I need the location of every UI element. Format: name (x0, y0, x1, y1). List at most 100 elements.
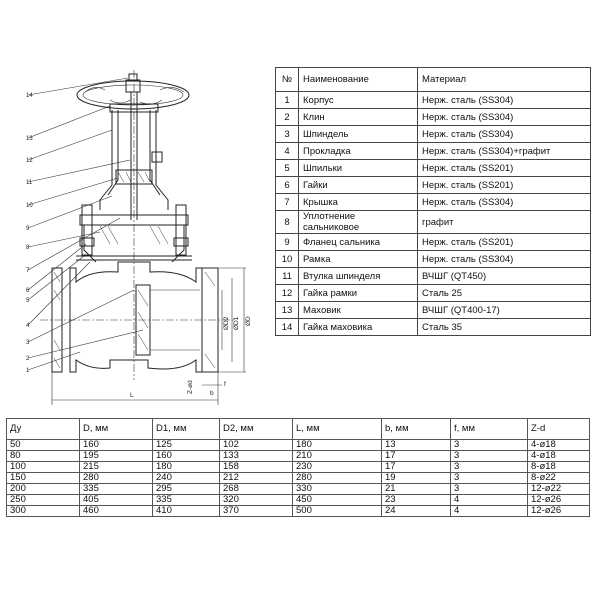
parts-cell-material: графит (417, 210, 591, 234)
dims-cell: 19 (381, 472, 451, 484)
parts-cell-material: Нерж. сталь (SS201) (417, 176, 591, 194)
parts-cell-num: 7 (275, 193, 299, 211)
parts-cell-name: Маховик (298, 301, 418, 319)
parts-cell-material: Сталь 25 (417, 284, 591, 302)
parts-header-row: № Наименование Материал (275, 67, 591, 92)
dims-cell: 370 (219, 505, 293, 517)
parts-cell-material: ВЧШГ (QT450) (417, 267, 591, 285)
parts-cell-name: Гайка маховика (298, 318, 418, 336)
parts-cell-num: 13 (275, 301, 299, 319)
dims-cell: 3 (450, 461, 528, 473)
parts-cell-material: Нерж. сталь (SS304) (417, 91, 591, 109)
leader-label-9: 9 (26, 226, 30, 232)
dims-header-zd: Z-d (527, 418, 590, 440)
dims-cell: 210 (292, 450, 382, 462)
dims-header-d: D, мм (79, 418, 153, 440)
dims-cell: 12-ø26 (527, 505, 590, 517)
parts-cell-num: 10 (275, 250, 299, 268)
dims-cell: 24 (381, 505, 451, 517)
dims-cell: 17 (381, 450, 451, 462)
handwheel (76, 73, 190, 110)
dims-cell: 3 (450, 450, 528, 462)
parts-cell-num: 1 (275, 91, 299, 109)
dims-cell: 160 (79, 439, 153, 451)
dims-cell: 320 (219, 494, 293, 506)
dims-cell: 280 (79, 472, 153, 484)
leader-label-11: 11 (26, 180, 33, 186)
leader-label-14: 14 (26, 93, 33, 99)
dims-cell: 212 (219, 472, 293, 484)
leaders: 14 13 12 11 10 9 8 7 6 5 4 3 2 1 (26, 77, 144, 374)
dims-cell: 150 (6, 472, 80, 484)
leader-label-5: 5 (26, 298, 30, 304)
parts-cell-num: 9 (275, 233, 299, 251)
parts-header-material: Материал (417, 67, 591, 92)
parts-cell-material: Нерж. сталь (SS201) (417, 233, 591, 251)
dimensions: L f b Z-ød ØD2 ØD1 ØD (51, 267, 252, 405)
dims-cell: 50 (6, 439, 80, 451)
parts-cell-num: 8 (275, 210, 299, 234)
parts-cell-num: 14 (275, 318, 299, 336)
parts-cell-material: Нерж. сталь (SS201) (417, 159, 591, 177)
dims-cell: 160 (152, 450, 220, 462)
parts-cell-num: 11 (275, 267, 299, 285)
dims-cell: 133 (219, 450, 293, 462)
dims-cell: 195 (79, 450, 153, 462)
parts-cell-material: Сталь 35 (417, 318, 591, 336)
parts-cell-material: Нерж. сталь (SS304)+графит (417, 142, 591, 160)
dims-cell: 450 (292, 494, 382, 506)
leader-label-8: 8 (26, 245, 30, 251)
parts-cell-material: Нерж. сталь (SS304) (417, 125, 591, 143)
parts-cell-material: Нерж. сталь (SS304) (417, 108, 591, 126)
dims-header-row: Ду D, мм D1, мм D2, мм L, мм b, мм f, мм… (6, 418, 590, 440)
parts-cell-name: Уплотнение сальниковое (298, 210, 418, 234)
dims-cell: 4 (450, 494, 528, 506)
dims-cell: 280 (292, 472, 382, 484)
dim-D1: ØD1 (233, 316, 240, 330)
valve-drawing-svg: L f b Z-ød ØD2 ØD1 ØD 14 13 12 11 10 9 (26, 70, 252, 405)
dims-cell: 8-ø18 (527, 461, 590, 473)
dims-cell: 180 (292, 439, 382, 451)
parts-header-name: Наименование (298, 67, 418, 92)
parts-cell-name: Фланец сальника (298, 233, 418, 251)
dims-cell: 158 (219, 461, 293, 473)
parts-cell-name: Рамка (298, 250, 418, 268)
valve-drawing: L f b Z-ød ØD2 ØD1 ØD 14 13 12 11 10 9 (0, 0, 275, 420)
dims-cell: 460 (79, 505, 153, 517)
dims-cell: 100 (6, 461, 80, 473)
dims-cell: 335 (152, 494, 220, 506)
dims-cell: 215 (79, 461, 153, 473)
dims-header-b: b, мм (381, 418, 451, 440)
parts-cell-material: ВЧШГ (QT400-17) (417, 301, 591, 319)
dim-zd: Z-ød (187, 380, 194, 394)
parts-cell-num: 4 (275, 142, 299, 160)
leader-label-7: 7 (26, 268, 30, 274)
dims-cell: 8-ø22 (527, 472, 590, 484)
dims-cell: 23 (381, 494, 451, 506)
parts-cell-name: Клин (298, 108, 418, 126)
dims-cell: 125 (152, 439, 220, 451)
parts-cell-name: Гайки (298, 176, 418, 194)
dim-D2: ØD2 (223, 316, 230, 330)
dims-cell: 13 (381, 439, 451, 451)
dims-cell: 3 (450, 439, 528, 451)
dims-cell: 4 (450, 505, 528, 517)
parts-cell-num: 12 (275, 284, 299, 302)
dims-header-dn: Ду (6, 418, 80, 440)
